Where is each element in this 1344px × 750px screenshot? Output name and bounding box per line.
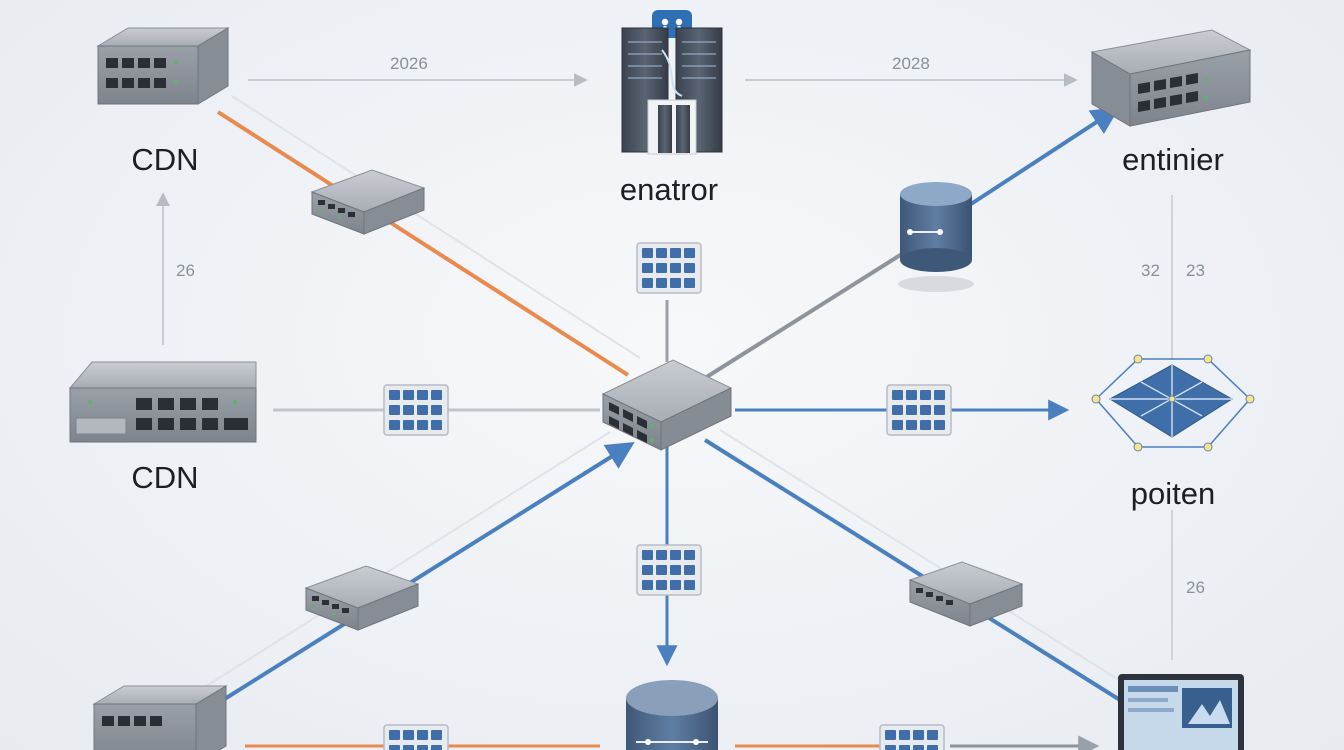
hub-switch-center[interactable] bbox=[601, 359, 733, 451]
patch-panel-top[interactable] bbox=[636, 242, 702, 294]
link-orange-diagonal bbox=[216, 110, 630, 377]
link-bl-to-hub bbox=[213, 442, 635, 707]
edge-label-right-vertical-a: 32 bbox=[1141, 261, 1160, 280]
link-bl-shadow bbox=[199, 431, 611, 691]
switch-small-lower-left[interactable] bbox=[305, 565, 419, 631]
edge-label-top-right: 2028 bbox=[892, 54, 930, 73]
patch-panel-bottom-left[interactable] bbox=[383, 724, 449, 750]
patch-panel-right[interactable] bbox=[886, 384, 952, 436]
edge-label-top-left: 2026 bbox=[390, 54, 428, 73]
edge-label-right-vertical-c: 26 bbox=[1186, 578, 1205, 597]
database-icon-bottom[interactable] bbox=[626, 680, 718, 750]
node-label-cdn-mid: CDN bbox=[131, 460, 199, 495]
switch-top-left[interactable] bbox=[96, 27, 230, 105]
switch-small-lower-right[interactable] bbox=[908, 561, 1024, 627]
link-br-shadow bbox=[719, 429, 1136, 691]
switch-small-upper-left[interactable] bbox=[311, 169, 425, 235]
monitor-icon[interactable] bbox=[1118, 674, 1244, 750]
link-hub-to-br bbox=[703, 438, 1122, 702]
patch-panel-bottom-right[interactable] bbox=[879, 724, 945, 750]
link-to-db-right bbox=[703, 250, 907, 380]
edge-label-right-vertical-b: 23 bbox=[1186, 261, 1205, 280]
link-orange-shadow bbox=[231, 95, 641, 359]
edge-label-left-vertical: 26 bbox=[176, 261, 195, 280]
node-label-mesh-right: poiten bbox=[1130, 476, 1216, 511]
link-to-entinier bbox=[966, 106, 1120, 208]
switch-cdn-left[interactable] bbox=[68, 361, 257, 443]
server-rack-top[interactable] bbox=[621, 10, 723, 155]
database-icon-right[interactable] bbox=[898, 182, 974, 292]
switch-bottom-left[interactable] bbox=[92, 685, 228, 750]
patch-panel-left[interactable] bbox=[383, 384, 449, 436]
node-label-server-top: enatror bbox=[619, 172, 719, 207]
node-label-cdn-top: CDN bbox=[131, 142, 199, 177]
mesh-node-right[interactable] bbox=[1091, 354, 1255, 452]
patch-panel-lower[interactable] bbox=[636, 544, 702, 596]
switch-top-right[interactable] bbox=[1090, 29, 1252, 127]
node-label-switch-right: entinier bbox=[1122, 142, 1224, 177]
